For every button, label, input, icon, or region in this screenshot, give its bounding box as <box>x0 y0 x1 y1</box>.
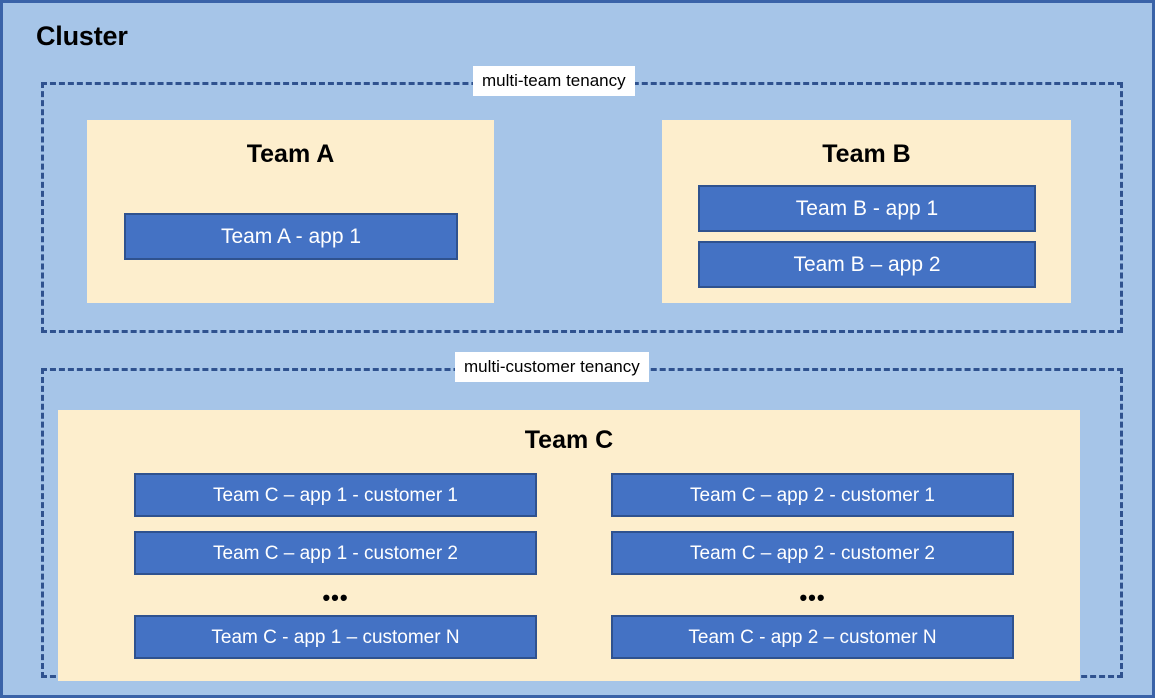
ellipsis-team-c-app-2: ••• <box>799 585 826 610</box>
ellipsis-team-c-app-1: ••• <box>322 585 349 610</box>
tenancy-label-multi-team: multi-team tenancy <box>473 66 635 96</box>
team-box-team-c: Team C Team C – app 1 - customer 1 Team … <box>58 410 1080 681</box>
cluster-title: Cluster <box>36 21 128 51</box>
app-box-team-c-app-2-customer-2[interactable]: Team C – app 2 - customer 2 <box>611 531 1014 575</box>
app-box-team-c-app-2-customer-n[interactable]: Team C - app 2 – customer N <box>611 615 1014 659</box>
app-box-team-b-app-2[interactable]: Team B – app 2 <box>698 241 1036 288</box>
team-box-team-a: Team A Team A - app 1 <box>87 120 494 303</box>
app-box-team-c-app-1-customer-1[interactable]: Team C – app 1 - customer 1 <box>134 473 537 517</box>
tenancy-label-multi-customer: multi-customer tenancy <box>455 352 649 382</box>
app-box-team-c-app-1-customer-n[interactable]: Team C - app 1 – customer N <box>134 615 537 659</box>
app-box-team-c-app-1-customer-2[interactable]: Team C – app 1 - customer 2 <box>134 531 537 575</box>
team-title-team-c: Team C <box>524 426 614 454</box>
team-title-team-b: Team B <box>822 140 911 168</box>
app-box-team-b-app-1[interactable]: Team B - app 1 <box>698 185 1036 232</box>
team-box-team-b: Team B Team B - app 1 Team B – app 2 <box>662 120 1071 303</box>
app-box-team-a-app-1[interactable]: Team A - app 1 <box>124 213 458 260</box>
team-title-team-a: Team A <box>246 140 335 168</box>
app-box-team-c-app-2-customer-1[interactable]: Team C – app 2 - customer 1 <box>611 473 1014 517</box>
